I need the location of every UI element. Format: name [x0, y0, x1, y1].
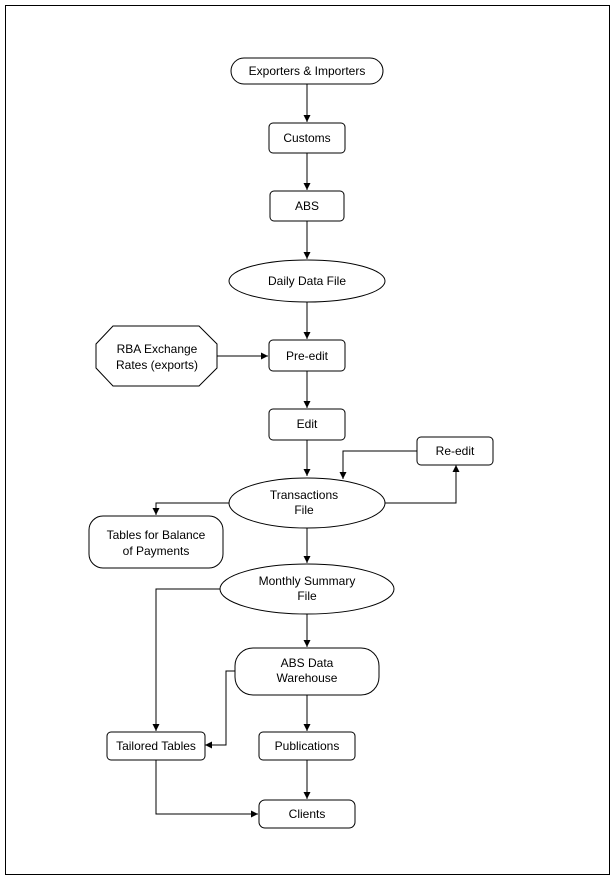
- page-border: [5, 5, 610, 875]
- node-pre-edit: Pre-edit: [268, 339, 346, 372]
- node-label: Monthly Summary: [259, 574, 356, 588]
- node-label: Daily Data File: [268, 274, 346, 288]
- node-label: Customs: [283, 131, 330, 145]
- edges: [152, 84, 460, 818]
- node-label: Clients: [289, 807, 326, 821]
- node-edit: Edit: [268, 408, 346, 441]
- node-exporters-importers: Exporters & Importers: [230, 57, 384, 85]
- node-clients: Clients: [258, 799, 356, 829]
- edge-transactions-reedit: [385, 465, 460, 504]
- node-rba-exchange-rates: RBA Exchange Rates (exports): [95, 325, 218, 387]
- node-label: File: [297, 589, 317, 603]
- edge-warehouse-tailored: [205, 670, 235, 749]
- node-customs: Customs: [268, 122, 346, 154]
- node-label: File: [294, 503, 314, 517]
- node-tables-balance-of-payments: Tables for Balance of Payments: [88, 515, 224, 569]
- node-label: Warehouse: [277, 671, 338, 685]
- node-label: RBA Exchange: [117, 342, 198, 356]
- edge-transactions-bop: [152, 502, 229, 515]
- node-label: Pre-edit: [286, 349, 329, 363]
- edge-reedit-transactions: [339, 450, 417, 479]
- edge-tailored-clients: [155, 760, 258, 818]
- node-re-edit: Re-edit: [416, 436, 494, 466]
- node-label: Edit: [297, 417, 318, 431]
- node-label: Transactions: [270, 488, 338, 502]
- node-label: ABS Data: [281, 656, 334, 670]
- node-label: Exporters & Importers: [249, 64, 366, 78]
- node-monthly-summary-file: Monthly Summary File: [219, 563, 395, 615]
- node-label: Tables for Balance: [107, 528, 206, 542]
- node-label: of Payments: [123, 544, 190, 558]
- node-label: Re-edit: [436, 444, 475, 458]
- node-label: Tailored Tables: [116, 739, 196, 753]
- node-daily-data-file: Daily Data File: [228, 259, 386, 303]
- node-publications: Publications: [258, 731, 356, 761]
- node-label: Publications: [275, 739, 340, 753]
- edge-monthly-tailored: [152, 588, 220, 731]
- node-abs-data-warehouse: ABS Data Warehouse: [234, 647, 380, 696]
- node-label: Rates (exports): [116, 358, 198, 372]
- node-tailored-tables: Tailored Tables: [106, 731, 206, 761]
- node-transactions-file: Transactions File: [228, 477, 386, 529]
- node-abs: ABS: [269, 190, 345, 222]
- node-label: ABS: [295, 199, 319, 213]
